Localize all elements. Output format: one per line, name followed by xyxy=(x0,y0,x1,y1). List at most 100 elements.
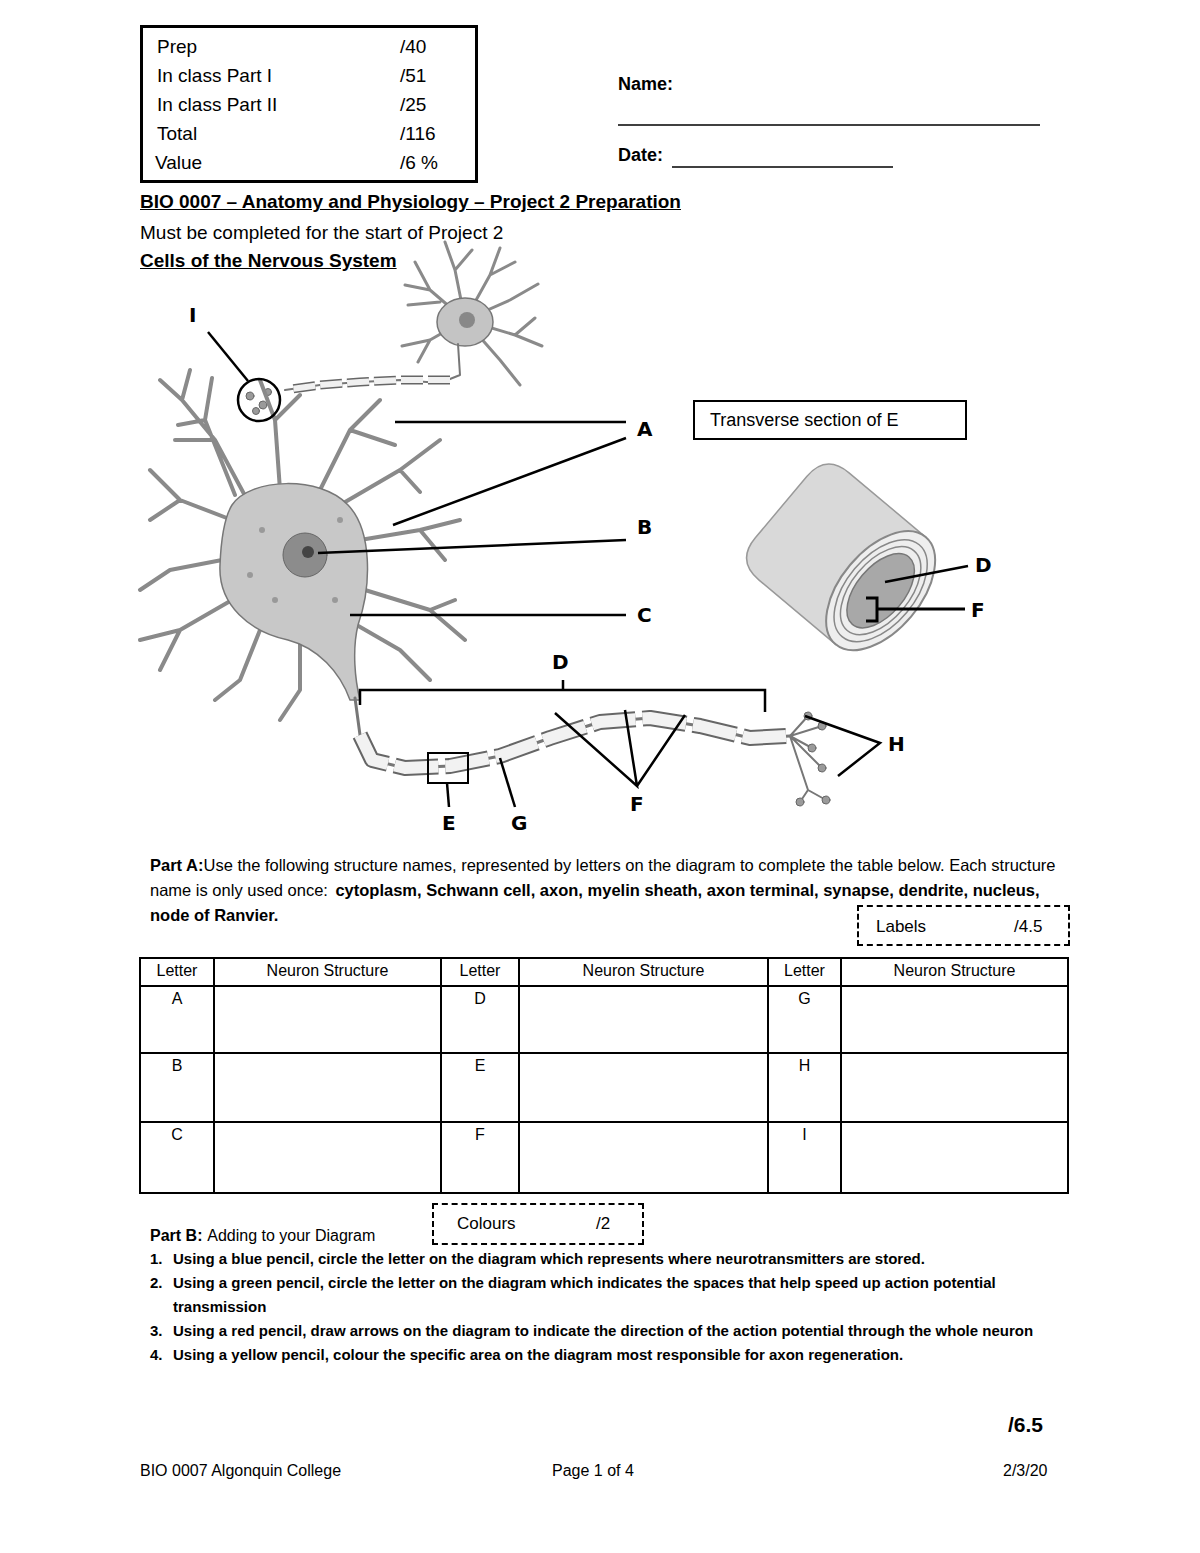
box-text: /4.5 xyxy=(1014,917,1042,937)
leader-line xyxy=(318,540,626,553)
table-letter: D xyxy=(441,989,519,1008)
form-lines xyxy=(618,125,1040,167)
instruction-row: 4.Using a yellow pencil, colour the spec… xyxy=(150,1343,1062,1367)
myelin-layer xyxy=(816,523,945,659)
instruction-row: 3.Using a red pencil, draw arrows on the… xyxy=(150,1319,1062,1343)
footer-text: BIO 0007 Algonquin College xyxy=(140,1461,341,1480)
step-text: Using a red pencil, draw arrows on the d… xyxy=(173,1319,1062,1343)
name-line xyxy=(618,124,1040,126)
cut-face xyxy=(805,511,956,670)
axon xyxy=(355,698,790,768)
myelin-sheath xyxy=(360,718,786,768)
table-header: Letter xyxy=(140,961,214,980)
table-rule xyxy=(140,1121,1068,1123)
box-text: /2 xyxy=(596,1214,610,1234)
callout-letter: D xyxy=(552,650,569,674)
bracket xyxy=(360,680,765,712)
box-text: In class Part I xyxy=(157,65,272,88)
transverse-section xyxy=(736,454,956,671)
leader-line xyxy=(447,783,449,807)
table-letter: B xyxy=(140,1056,214,1075)
callout-letter: F xyxy=(971,598,985,622)
table-header: Neuron Structure xyxy=(519,961,768,980)
callout-letter: C xyxy=(637,603,652,627)
box-text: Prep xyxy=(157,36,197,59)
schwann-cells xyxy=(360,718,786,768)
granule xyxy=(272,597,278,603)
axon-core xyxy=(834,542,927,640)
leader-line xyxy=(393,438,626,525)
instruction-row: 1.Using a blue pencil, circle the letter… xyxy=(150,1247,1062,1271)
leader-lines xyxy=(208,332,968,807)
date-line xyxy=(672,166,893,168)
table-rule xyxy=(440,958,442,1193)
answer-table-grid xyxy=(140,958,1068,1193)
dendrite xyxy=(402,242,542,385)
box-text: /40 xyxy=(400,36,426,59)
table-header: Neuron Structure xyxy=(841,961,1068,980)
table-letter: H xyxy=(768,1056,841,1075)
axon xyxy=(285,344,460,390)
granule xyxy=(259,527,265,533)
granule xyxy=(337,517,343,523)
callout-letter: E xyxy=(442,811,456,835)
leader-line xyxy=(208,332,248,381)
table-letter: I xyxy=(768,1125,841,1144)
box-text: Value xyxy=(155,152,202,175)
part-a-paragraph: Part A:Use the following structure names… xyxy=(150,853,1062,928)
leader-line xyxy=(805,716,880,776)
knob xyxy=(818,764,826,772)
knob xyxy=(259,401,267,409)
callout-letter: F xyxy=(630,792,644,816)
bracket xyxy=(866,598,965,621)
box-text: In class Part II xyxy=(157,94,277,117)
form-field-label: Date: xyxy=(618,145,663,167)
box-text: /6 % xyxy=(400,152,438,175)
callout-letter: B xyxy=(637,515,652,539)
table-header: Neuron Structure xyxy=(214,961,441,980)
box-text: Colours xyxy=(457,1214,516,1234)
callout-letter: I xyxy=(189,303,196,327)
axon-branches xyxy=(790,716,826,802)
nucleus xyxy=(459,312,475,328)
part-b-heading: Part B:Adding to your Diagram xyxy=(150,1225,375,1247)
step-number: 1. xyxy=(150,1247,173,1271)
knob xyxy=(822,796,830,804)
step-number: 2. xyxy=(150,1271,173,1319)
section-box xyxy=(428,753,468,783)
table-rule xyxy=(518,958,520,1193)
box-text: /51 xyxy=(400,65,426,88)
footer-text: Page 1 of 4 xyxy=(552,1461,634,1480)
cell-body xyxy=(437,298,493,346)
cell-body xyxy=(220,484,368,700)
granules xyxy=(247,517,343,603)
table-rule xyxy=(840,958,842,1193)
myelin xyxy=(292,380,450,389)
table-letter: C xyxy=(140,1125,214,1144)
table-letter: E xyxy=(441,1056,519,1075)
nucleolus xyxy=(302,546,314,558)
caption-box: Transverse section of E xyxy=(693,400,967,440)
table-header: Letter xyxy=(768,961,841,980)
box-text: Total xyxy=(157,123,197,146)
part-b-text: Adding to your Diagram xyxy=(207,1227,375,1244)
marks-box: Colours/2 xyxy=(432,1203,644,1245)
leader-line xyxy=(555,710,685,786)
box-text: Transverse section of E xyxy=(710,410,898,432)
knob xyxy=(796,798,804,806)
granule xyxy=(247,572,253,578)
box-text: /25 xyxy=(400,94,426,117)
knob xyxy=(808,744,816,752)
table-rule xyxy=(213,958,215,1193)
table-border xyxy=(140,958,1068,1193)
step-text: Using a yellow pencil, colour the specif… xyxy=(173,1343,1062,1367)
box-text: Labels xyxy=(876,917,926,937)
nucleus xyxy=(283,533,327,577)
callout-letter: D xyxy=(975,553,992,577)
callout-letter: A xyxy=(637,417,652,441)
section-heading: Cells of the Nervous System xyxy=(140,250,397,273)
box-text: /116 xyxy=(400,123,436,146)
table-letter: A xyxy=(140,989,214,1008)
myelin xyxy=(292,380,450,389)
table-rule xyxy=(140,985,1068,987)
